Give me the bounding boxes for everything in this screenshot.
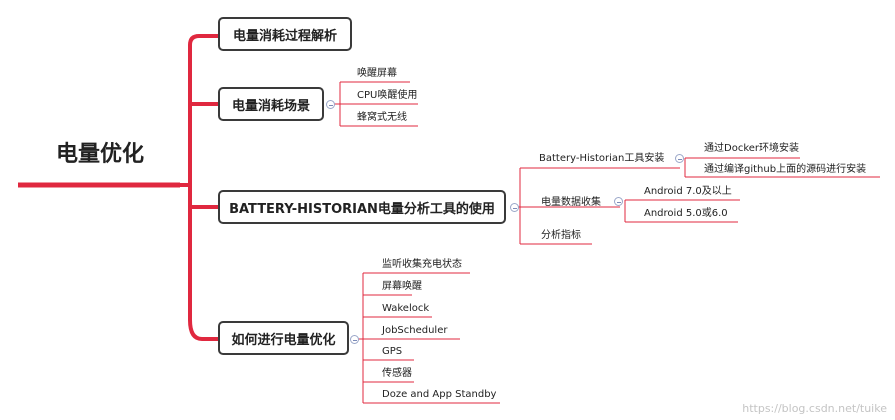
subtopic-historian-install[interactable]: Battery-Historian工具安装 (539, 153, 665, 164)
collapse-toggle-icon[interactable] (350, 335, 359, 344)
collapse-toggle-icon[interactable] (510, 203, 519, 212)
subtopic-jobscheduler[interactable]: JobScheduler (382, 325, 448, 336)
subtopic-gps[interactable]: GPS (382, 346, 403, 357)
subtopic-data-collection[interactable]: 电量数据收集 (541, 197, 601, 208)
subtopic-doze-app-standby[interactable]: Doze and App Standby (382, 389, 497, 400)
subtopic-sensors[interactable]: 传感器 (382, 368, 412, 379)
subtopic-wakelock[interactable]: Wakelock (382, 303, 430, 314)
subtopic-android-7[interactable]: Android 7.0及以上 (644, 186, 732, 197)
subtopic-android-5-6[interactable]: Android 5.0或6.0 (644, 208, 728, 219)
collapse-toggle-icon[interactable] (675, 154, 684, 163)
collapse-toggle-icon[interactable] (326, 100, 335, 109)
collapse-toggle-icon[interactable] (614, 197, 623, 206)
topic-how-to-optimize[interactable]: 如何进行电量优化 (218, 321, 349, 355)
topic-power-consumption-scenarios[interactable]: 电量消耗场景 (218, 87, 324, 121)
subtopic-cpu-wake[interactable]: CPU唤醒使用 (357, 90, 418, 101)
subtopic-cellular-radio[interactable]: 蜂窝式无线 (357, 112, 407, 123)
watermark: https://blog.csdn.net/tuike (742, 402, 887, 415)
branch4-connectors (352, 272, 500, 404)
topic-power-consumption-process[interactable]: 电量消耗过程解析 (218, 17, 352, 51)
subtopic-analysis-metrics[interactable]: 分析指标 (541, 230, 581, 241)
subtopic-charging-state[interactable]: 监听收集充电状态 (382, 259, 462, 270)
root-topic[interactable]: 电量优化 (56, 142, 145, 167)
subtopic-screen-wake[interactable]: 屏幕唤醒 (382, 281, 422, 292)
subtopic-wake-screen[interactable]: 唤醒屏幕 (357, 68, 397, 79)
subtopic-install-source[interactable]: 通过编译github上面的源码进行安装 (704, 164, 867, 175)
topic-battery-historian[interactable]: BATTERY-HISTORIAN电量分析工具的使用 (218, 190, 506, 224)
install-connectors (684, 157, 880, 178)
collect-connectors (624, 199, 740, 223)
subtopic-install-docker[interactable]: 通过Docker环境安装 (704, 143, 800, 154)
trunk-connector (180, 34, 218, 341)
